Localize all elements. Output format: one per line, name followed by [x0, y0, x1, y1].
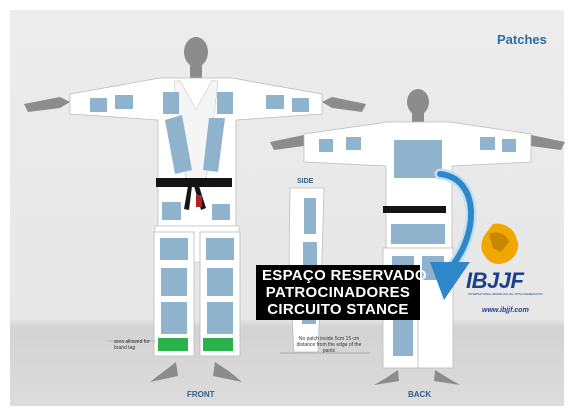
front-label: FRONT [187, 390, 215, 399]
back-left-hand [270, 135, 310, 150]
pants-distance-note: No patch inside 5cm 15 cm distance from … [296, 336, 362, 354]
banner-line-3: CIRCUITO STANCE [267, 301, 409, 318]
front-neck [190, 64, 202, 78]
front-head [184, 37, 208, 67]
back-right-hand [525, 135, 565, 150]
front-left-foot [150, 362, 178, 382]
banner-line-1: ESPAÇO RESERVADO [262, 267, 427, 284]
logo-name: IBJJF [466, 268, 524, 293]
front-right-foot [213, 362, 242, 382]
banner-line-2: PATROCINADORES [265, 284, 411, 301]
front-belt [156, 178, 232, 187]
back-head [407, 89, 429, 115]
page-title: Patches [497, 32, 547, 47]
logo-tagline: INTERNATIONAL BRAZILIAN JIU-JITSU FEDERA… [468, 292, 543, 296]
front-right-hand [322, 97, 366, 112]
back-figure [270, 89, 565, 385]
front-figure [24, 37, 366, 382]
front-patches [90, 92, 309, 334]
back-jacket [303, 121, 532, 249]
side-label: SIDE [297, 178, 314, 185]
arrow-icon [430, 168, 477, 300]
front-left-hand [24, 97, 70, 112]
sponsor-banner: ESPAÇO RESERVADO PATROCINADORES CIRCUITO… [256, 265, 427, 320]
logo-url: www.ibjjf.com [482, 307, 529, 314]
front-belt-end-left [184, 186, 192, 210]
back-label: BACK [408, 390, 432, 399]
front-brand-tag-areas [158, 338, 233, 351]
brand-tag-note: area allowed for brand tag [114, 339, 150, 351]
back-left-foot [374, 370, 399, 385]
back-belt [383, 206, 446, 213]
back-right-foot [434, 370, 460, 385]
lion-logo-icon [481, 223, 519, 264]
front-belt-bar [196, 195, 202, 207]
